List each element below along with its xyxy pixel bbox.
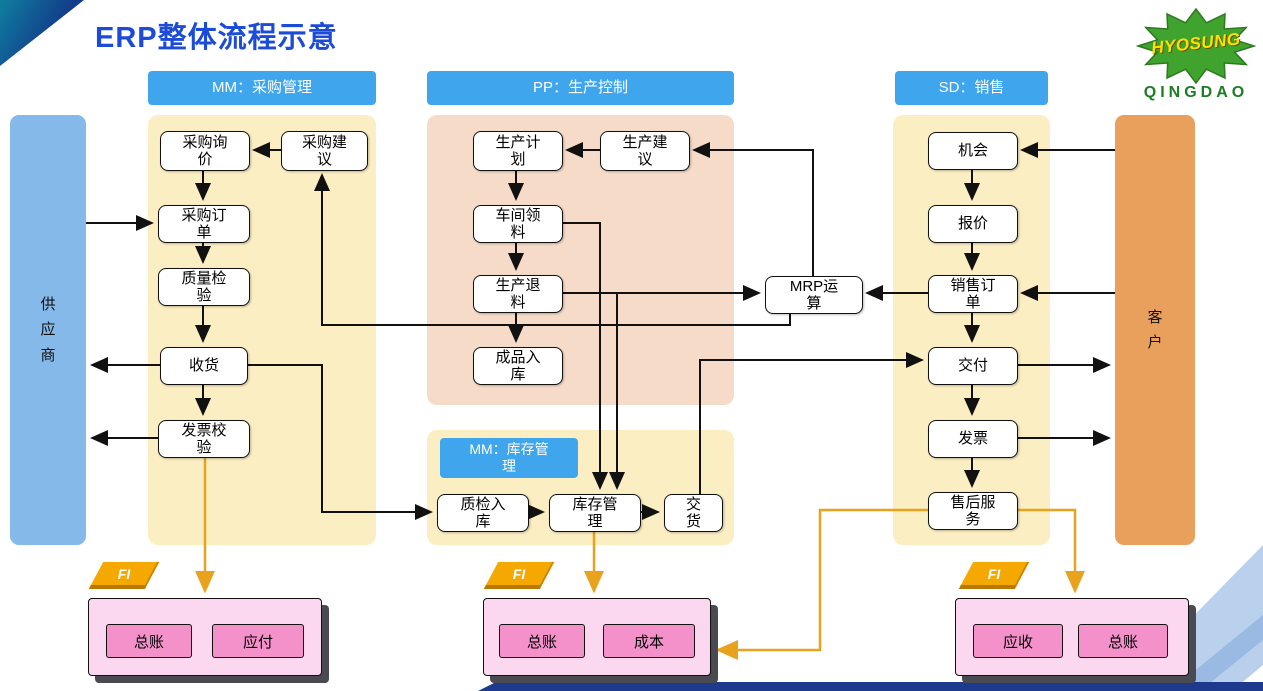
node-inventory-management: 库存管 理 [549,494,641,532]
node-delivery: 交付 [928,347,1018,385]
node-qc-receipt: 质检入 库 [437,494,529,532]
node-invoice-verification: 发票校 验 [158,420,250,458]
node-mrp-run: MRP运 算 [765,276,863,314]
node-purchase-suggestion: 采购建 议 [281,131,368,171]
node-production-plan: 生产计 划 [473,131,563,171]
node-production-return: 生产退 料 [473,275,563,313]
node-purchase-order: 采购订 单 [158,205,250,243]
logo-starburst-icon: HYOSUNG [1133,4,1259,88]
node-quality-inspection: 质量检 验 [158,268,250,306]
company-logo: HYOSUNG QINGDAO [1133,4,1259,114]
supplier-bar: 供 应 商 [10,115,86,545]
header-inventory: MM：库存管 理 [440,438,578,478]
node-purchase-inquiry: 采购询 价 [160,131,250,171]
page-title: ERP整体流程示意 [95,22,338,54]
header-purchasing: MM：采购管理 [148,71,376,105]
header-sales: SD：销售 [895,71,1048,105]
fi-tab-label: FI [987,565,1001,582]
purchasing-panel [148,115,376,545]
fi-item-general-ledger-3: 总账 [1078,624,1168,658]
node-goods-receipt: 收货 [160,347,248,385]
node-after-sales-service: 售后服 务 [928,492,1018,530]
logo-qingdao-text: QINGDAO [1143,84,1249,101]
bottom-right-band2-decoration [1170,615,1263,691]
bottom-bar-decoration [478,682,1263,691]
node-delivery-out: 交 货 [664,494,723,532]
fi-tab-label: FI [117,565,131,582]
fi-item-cost: 成本 [603,624,695,658]
node-production-suggestion: 生产建 议 [600,131,690,171]
node-finished-goods-receipt: 成品入 库 [473,347,563,385]
fi-item-general-ledger-1: 总账 [106,624,192,658]
header-production: PP：生产控制 [427,71,734,105]
node-quotation: 报价 [928,205,1018,243]
fi-tab-label: FI [512,565,526,582]
fi-item-accounts-payable: 应付 [212,624,304,658]
node-invoice: 发票 [928,420,1018,458]
fi-item-general-ledger-2: 总账 [499,624,585,658]
node-workshop-picking: 车间领 料 [473,205,563,243]
customer-bar: 客 户 [1115,115,1195,545]
fi-item-accounts-receivable: 应收 [973,624,1063,658]
node-opportunity: 机会 [928,132,1018,170]
node-sales-order: 销售订 单 [928,275,1018,313]
